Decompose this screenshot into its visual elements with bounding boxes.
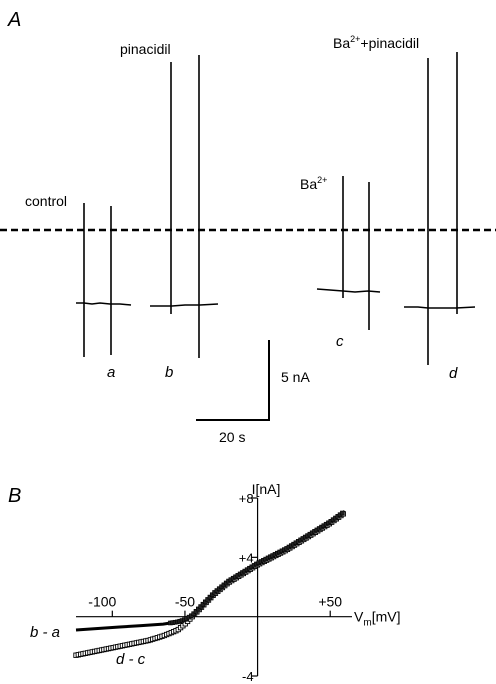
- x-tick-label: -50: [175, 594, 195, 610]
- series-b-minus-a-point: [191, 611, 196, 617]
- iv-chart: -100 -50 +50 +8 +4 -4 I[nA] Vm[mV] b - a d - c: [30, 481, 400, 684]
- panel-a-label: A: [7, 9, 21, 31]
- ba-baseline: [316, 288, 381, 293]
- pinacidil-baseline: [150, 303, 219, 307]
- x-axis-label: Vm[mV]: [354, 609, 400, 629]
- panel-a-traces: [0, 52, 496, 365]
- series-b-minus-a-point: [198, 604, 203, 609]
- series-b-minus-a-point: [193, 609, 199, 614]
- series-b-minus-a-point: [207, 594, 213, 600]
- condition-label-ba-pinacidil: Ba2++pinacidil: [333, 34, 419, 51]
- series-b-minus-a-point: [202, 599, 208, 605]
- scale-bar-time: 20 s: [219, 429, 245, 445]
- series-b-minus-a-point: [200, 601, 206, 607]
- ba-pinacidil-baseline: [404, 306, 476, 309]
- y-tick-label: +4: [239, 550, 254, 565]
- series-label-b-minus-a: b - a: [30, 624, 60, 641]
- scale-bar-current: 5 nA: [281, 369, 310, 385]
- condition-label-control: control: [25, 193, 67, 209]
- condition-label-ba: Ba2+: [300, 175, 327, 192]
- trace-letter-a: a: [107, 364, 115, 381]
- trace-letter-d: d: [449, 365, 458, 382]
- trace-letter-c: c: [336, 333, 344, 350]
- series-b-minus-a-line: [75, 510, 346, 632]
- series-b-minus-a-point: [196, 606, 201, 612]
- series-label-d-minus-c: d - c: [116, 651, 146, 668]
- series-b-minus-a-point: [205, 597, 210, 602]
- condition-label-pinacidil: pinacidil: [120, 41, 171, 57]
- panel-b-label: B: [8, 485, 21, 507]
- x-tick-label: -100: [88, 594, 116, 610]
- trace-letter-b: b: [165, 364, 173, 381]
- x-tick-label: +50: [318, 594, 342, 610]
- scale-bar: [196, 340, 270, 421]
- y-axis-label: I[nA]: [252, 481, 281, 497]
- y-tick-label: -4: [242, 669, 254, 684]
- series-b-minus-a-point: [340, 510, 345, 516]
- y-tick-label: +8: [239, 491, 254, 506]
